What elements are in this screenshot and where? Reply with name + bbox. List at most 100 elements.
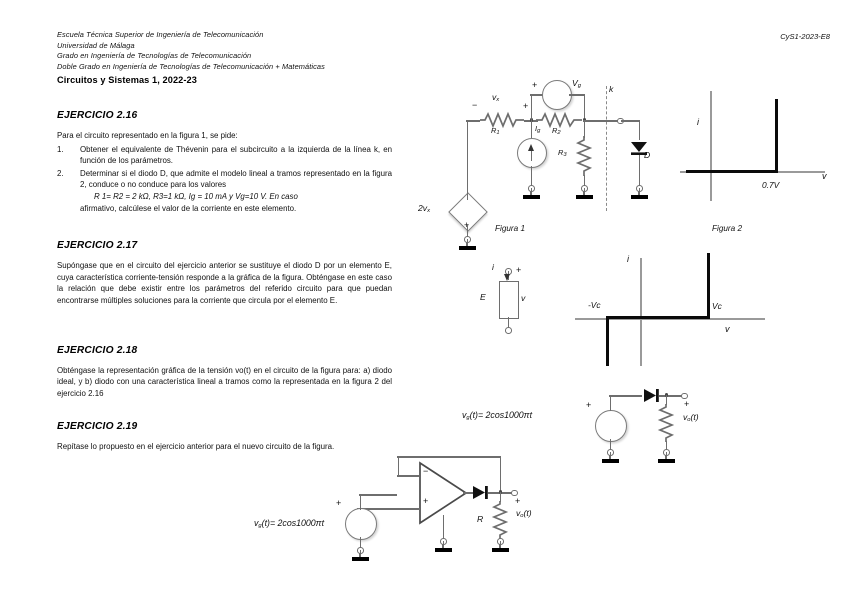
wire-top-218	[609, 395, 642, 397]
wire-src-gnd-219	[359, 550, 362, 554]
opamp-symbol-219	[418, 461, 468, 525]
exercise-217-text: Supóngase que en el circuito del ejercic…	[57, 261, 392, 305]
circuit-219: − + + R vo(t)	[357, 452, 545, 562]
ground-symbol-src-218	[601, 455, 619, 464]
wire-src-to-opamp-219	[357, 508, 399, 510]
wire-ig-bottom	[530, 166, 533, 186]
output-terminal-218	[681, 392, 688, 400]
wire-diode-out-218	[659, 395, 683, 397]
label-E: E	[480, 292, 486, 302]
circuit-219-source-equation: vg(t)= 2cos1000πt	[254, 518, 325, 529]
circuit-218-source-equation: vg(t)= 2cos1000πt	[462, 410, 533, 421]
wire-dep-top	[466, 186, 469, 200]
wire-src-gnd-218	[609, 452, 612, 456]
junction-dot-b	[582, 118, 586, 122]
exercise-title-216: EJERCICIO 2.16	[57, 110, 138, 121]
axis-i	[710, 91, 712, 201]
ground-symbol-ig	[522, 191, 540, 200]
figura-2-caption: Figura 2	[712, 224, 743, 233]
header-line-2: Universidad de Málaga	[57, 40, 135, 50]
wire-res-top-219	[499, 492, 502, 502]
dependent-source-label: 2vx	[418, 203, 430, 214]
wire-diode-bottom	[638, 155, 641, 185]
axis-i-E	[640, 258, 642, 366]
axis-label-v: v	[822, 171, 827, 181]
axis-label-v-E: v	[725, 324, 730, 334]
wire-feedback-right-219	[499, 456, 502, 499]
wire-vg-left-leg	[530, 94, 533, 120]
exercise-body-219: Repítase lo propuesto en el ejercicio an…	[57, 441, 392, 453]
junction-dot-218	[664, 393, 668, 397]
R2-label: R2	[552, 126, 561, 136]
ground-symbol-res-218	[657, 455, 675, 464]
wire-feedback-left-219	[397, 456, 400, 476]
wire-opamp-gnd-219	[442, 515, 445, 539]
vx-label: vx	[492, 92, 500, 103]
wire-vg-left	[530, 94, 543, 96]
diode-symbol-D	[628, 138, 650, 158]
wire-feedback-top-219	[397, 456, 501, 458]
label-plus-E: +	[516, 265, 522, 275]
vg-plus-sign: +	[532, 80, 538, 90]
document-header: Escuela Técnica Superior de Ingeniería d…	[57, 30, 477, 87]
wire-to-plus-input-219	[397, 508, 420, 510]
resistor-R2	[536, 111, 582, 129]
terminal-node-E-bottom	[505, 327, 512, 334]
resistor-R-219	[491, 501, 509, 539]
exercise-title-219: EJERCICIO 2.19	[57, 421, 138, 433]
exercise-title-217: EJERCICIO 2.17	[57, 240, 138, 252]
axis-label-i-E: i	[627, 254, 629, 264]
figura-1-circuit: 2vx + − vx + R1 + Vg	[410, 78, 650, 251]
element-E-symbol: E v i +	[480, 262, 560, 348]
R3-label: R3	[558, 148, 567, 158]
curve-middle-horizontal	[606, 316, 710, 320]
wire-feedback-to-minus-219	[397, 475, 419, 477]
wire-diode-gnd	[638, 188, 641, 192]
diode-symbol-218	[640, 387, 664, 404]
ground-symbol-r3	[575, 191, 593, 200]
wire-src-to-amp-219	[359, 494, 397, 496]
cut-line-k	[606, 86, 607, 211]
exercise-body-217: Supóngase que en el circuito del ejercic…	[57, 260, 392, 306]
R1-label: R1	[491, 126, 500, 136]
wire-vg-right-leg	[583, 94, 586, 121]
diode-symbol-219	[470, 484, 494, 501]
wire-opamp-gnd2-219	[442, 541, 445, 545]
wire-res-top-218	[665, 395, 668, 405]
exercise-body-218: Obténgase la representación gráfica de l…	[57, 365, 392, 400]
curve-off-segment	[686, 169, 778, 173]
wire-src-bottom-218	[609, 439, 612, 450]
wire-top-left	[466, 120, 480, 122]
vx-minus-sign: −	[472, 100, 478, 110]
voltage-source-Vg	[542, 80, 572, 110]
circuit-218: + + vo(t)	[585, 385, 715, 475]
source-plus-219: +	[336, 498, 342, 508]
junction-dot-219	[498, 490, 502, 494]
knee-voltage-label: 0.7V	[762, 180, 780, 190]
header-line-1: Escuela Técnica Superior de Ingeniería d…	[57, 30, 264, 39]
wire-diode-top	[638, 120, 641, 140]
curve-left-vertical	[606, 316, 610, 366]
list-item: 1. Obtener el equivalente de Thévenin pa…	[57, 144, 392, 167]
exercise-column: EJERCICIO 2.16 Para el circuito represen…	[57, 110, 392, 455]
exercise-219-text: Repítase lo propuesto en el ejercicio an…	[57, 442, 335, 452]
curve-on-segment	[775, 99, 779, 171]
wire-ig-top	[530, 120, 533, 138]
list-number: 1.	[57, 144, 64, 154]
resistor-label-R-219: R	[477, 514, 484, 524]
wire-res-gnd-219	[499, 541, 502, 545]
k-label: k	[609, 84, 614, 94]
output-label-219: vo(t)	[516, 508, 532, 519]
current-source-Ig	[517, 138, 547, 168]
source-vg-219	[345, 508, 377, 540]
document-code: CyS1-2023-E8	[780, 32, 830, 41]
wire-vg-right	[569, 94, 585, 96]
source-vg-218	[595, 410, 627, 442]
exercise-216-tail: afirmativo, calcúlese el valor de la cor…	[80, 203, 297, 213]
wire-r3-bottom	[583, 175, 586, 186]
label-v-E: v	[521, 293, 526, 303]
element-E-box	[499, 281, 519, 319]
course-title: Circuitos y Sistemas 1, 2022-23	[57, 75, 197, 86]
list-text: Obtener el equivalente de Thévenin para …	[80, 144, 392, 166]
